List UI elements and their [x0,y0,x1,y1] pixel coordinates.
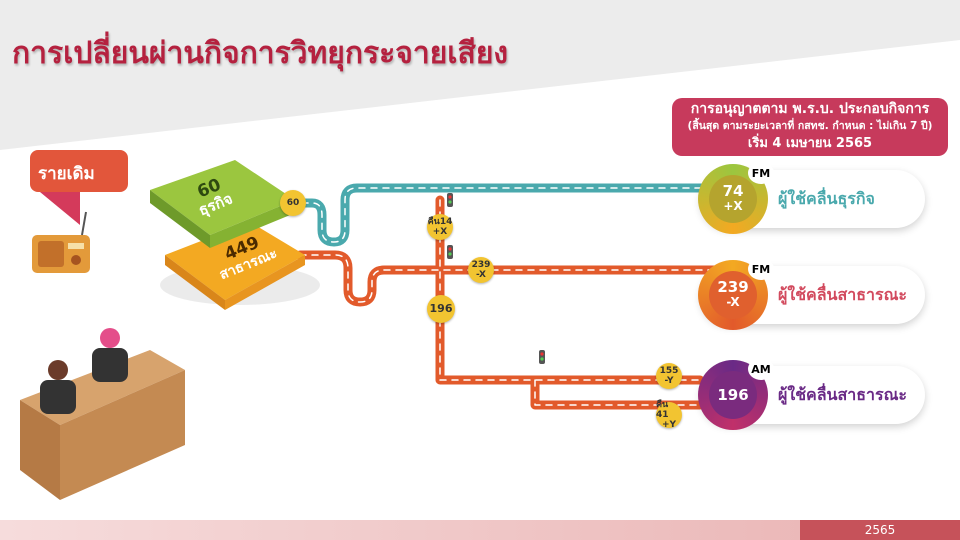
badge-return-41: คืน 41+Y [656,400,682,430]
business-road [285,183,725,247]
badge-239: 239-X [468,257,494,283]
notice-line1: การอนุญาตตาม พ.ร.บ. ประกอบกิจการ [690,101,930,117]
badge-60: 60 [280,190,306,216]
public-block [165,222,305,300]
badge-155: 155-Y [656,363,682,389]
fm-tag: FM [748,258,774,280]
existing-bubble [30,150,128,192]
traffic-light-icon [447,245,453,259]
footer-bar [0,520,960,540]
presenters-illustration [20,328,185,500]
fm-tag: FM [748,162,774,184]
badge-return-14: คืน14+X [427,214,453,240]
radio-icon [32,211,90,273]
public-road [295,250,725,307]
traffic-light-icon [539,350,545,364]
existing-label: รายเดิม [38,164,95,184]
badge-196: 196 [427,295,455,323]
traffic-light-icon [447,193,453,207]
notice-line3: เริ่ม 4 เมษายน 2565 [747,136,873,151]
page-title: การเปลี่ยนผ่านกิจการวิทยุกระจายเสียง [12,36,509,71]
card-label: ผู้ใช้คลื่นสาธารณะ [778,285,908,304]
card-label: ผู้ใช้คลื่นธุรกิจ [778,189,875,208]
business-block [150,160,295,235]
am-tag: AM [748,358,774,380]
notice-line2: (สิ้นสุด ตามระยะเวลาที่ กสทช. กำหนด : ไม… [687,120,933,132]
footer-year: 2565 [800,520,960,540]
license-notice: การอนุญาตตาม พ.ร.บ. ประกอบกิจการ (สิ้นสุ… [672,98,948,156]
card-label: ผู้ใช้คลื่นสาธารณะ [778,385,908,404]
